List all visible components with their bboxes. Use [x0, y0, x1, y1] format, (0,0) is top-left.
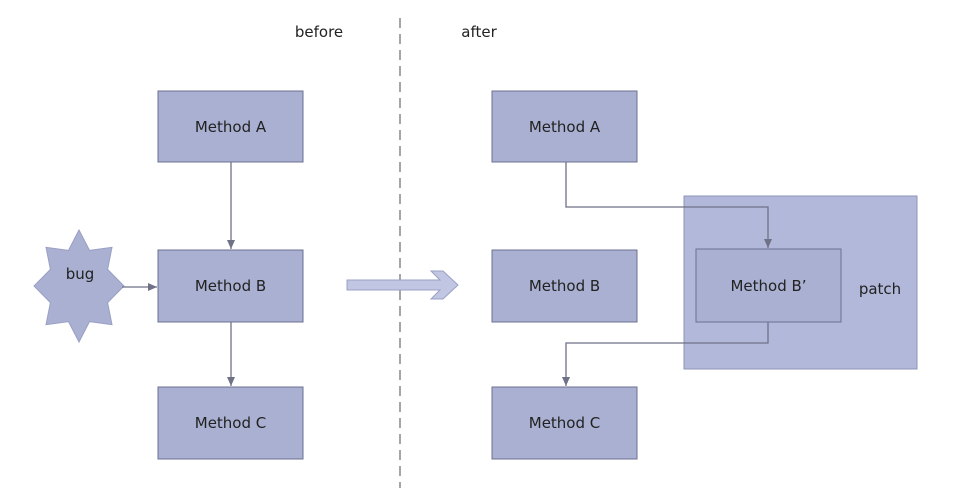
- after-method-b-prime-label: Method B’: [730, 277, 806, 295]
- before-method-b-box: [157, 249, 304, 323]
- transition-arrow-icon: [346, 270, 459, 300]
- after-method-a-label: Method A: [529, 118, 601, 136]
- bug-star-icon: [33, 228, 125, 344]
- after-method-c-box: [491, 386, 638, 460]
- after-arrow-b-prime-to-c: [562, 322, 769, 386]
- after-arrow-a-to-b-prime: [565, 162, 772, 248]
- before-method-b-label: Method B: [195, 277, 266, 295]
- before-method-c-label: Method C: [195, 414, 267, 432]
- bug-label: bug: [66, 265, 95, 283]
- after-method-a-box: [491, 90, 638, 163]
- before-method-c-box: [157, 386, 304, 460]
- after-method-c-label: Method C: [529, 414, 601, 432]
- before-method-a-label: Method A: [195, 118, 267, 136]
- after-method-b-label: Method B: [529, 277, 600, 295]
- after-label: after: [461, 23, 497, 41]
- patch-label: patch: [859, 280, 901, 298]
- before-label: before: [295, 23, 343, 41]
- after-method-b-box: [491, 249, 638, 323]
